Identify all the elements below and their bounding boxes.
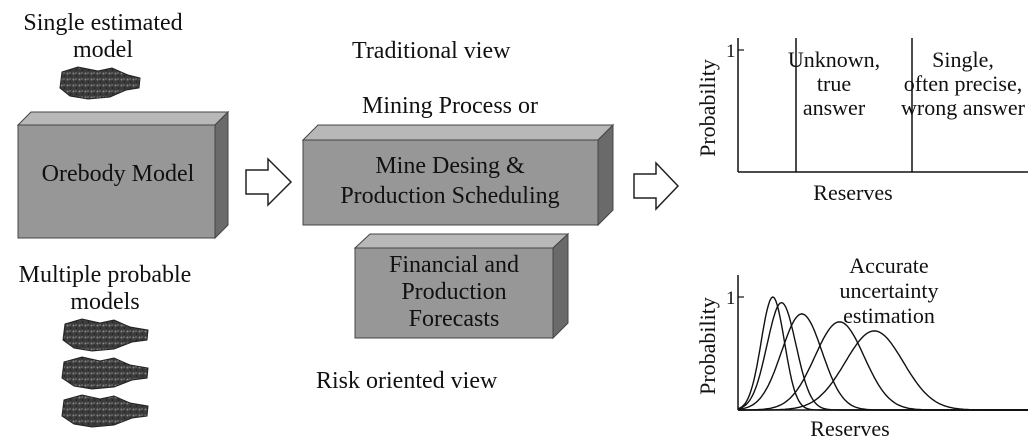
mine-design-text-line-1: Mine Desing & [375,153,525,179]
arrow-right-icon-1 [245,157,293,207]
mine-design-box: Mine Desing & Production Scheduling [301,123,615,227]
single-rock-model-icon [59,66,141,100]
single-model-label: Single estimated model [23,10,183,63]
unknown-answer-line-2: true [817,71,851,96]
financial-text-line-2: Production [401,279,506,305]
top-chart: 1 Probability Reserves Unknown, true ans… [695,38,1028,205]
risk-oriented-view-label: Risk oriented view [316,368,498,394]
bottom-chart: 1 Probability Reserves Accurate uncertai… [695,253,1028,439]
orebody-model-box: Orebody Model [16,110,230,240]
multiple-rock-model-icon-3 [61,394,149,428]
single-answer-line-2: often precise, [904,71,1023,96]
multiple-rock-model-icon-1 [62,318,149,352]
probability-curve-5 [738,330,1028,411]
top-chart-y-tick-label: 1 [726,41,736,62]
traditional-view-label: Traditional view [352,38,511,64]
unknown-answer-line-1: Unknown, [788,47,880,72]
financial-text-line-1: Financial and [389,252,519,278]
bottom-chart-ylabel: Probability [695,297,720,395]
bottom-chart-y-tick-label: 1 [726,288,736,309]
top-chart-ylabel: Probability [695,59,720,157]
mine-design-text-line-2: Production Scheduling [340,183,559,209]
top-chart-xlabel: Reserves [813,180,892,205]
bottom-chart-xlabel: Reserves [810,416,889,439]
arrow-right-icon-2 [633,161,680,211]
uncertainty-line-2: uncertainty [840,278,939,303]
orebody-model-text: Orebody Model [42,161,195,187]
financial-text-line-3: Forecasts [409,306,500,332]
financial-forecasts-box: Financial and Production Forecasts [353,232,570,340]
single-answer-line-3: wrong answer [901,95,1026,120]
uncertainty-line-3: estimation [843,303,935,328]
multiple-models-label: Multiple probable models [18,262,192,315]
single-answer-line-1: Single, [932,47,994,72]
multiple-rock-model-icon-2 [61,356,149,390]
uncertainty-line-1: Accurate [849,253,928,278]
unknown-answer-line-3: answer [803,95,866,120]
